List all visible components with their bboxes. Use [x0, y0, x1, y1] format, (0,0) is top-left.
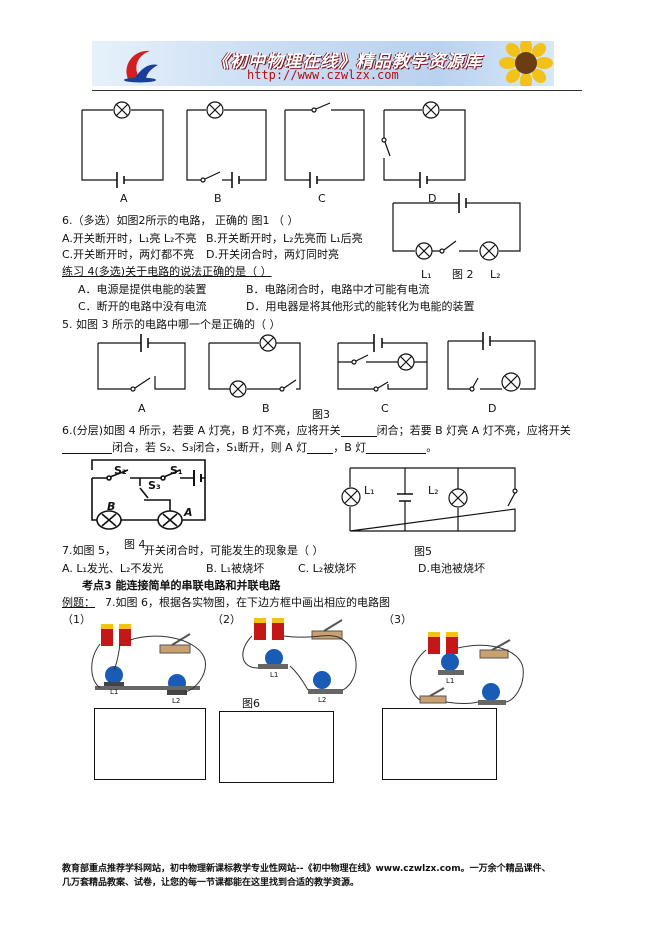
practice4-stem: 练习 4(多选)关于电路的说法正确的是（ ） [62, 265, 272, 278]
footer-line-2: 几万套精品教案、试卷，让您的每一节课都能在这里找到合适的教学资源。 [62, 878, 360, 888]
q7-stem-pre: 7.如图 5， [62, 544, 116, 557]
q6a-stem-text: 6.（多选）如图2所示的电路， 正确的 [62, 214, 248, 227]
q7-option-c: C. L₂被烧坏 [298, 562, 357, 575]
q6b-blank-3 [307, 442, 334, 454]
q6a-option-b: B.开关断开时，L₂先亮而 L₁后亮 [206, 232, 363, 245]
header-rule [92, 90, 582, 91]
example-text: 7.如图 6，根据各实物图，在下边方框中画出相应的电路图 [105, 596, 390, 609]
answer-box-2[interactable] [219, 711, 334, 783]
q6b-line2-b: ，B 灯 [333, 441, 367, 454]
fig4-s2-label: S₂ [114, 464, 127, 477]
q6b-line1-text: 6.(分层)如图 4 所示，若要 A 灯亮，B 灯不亮，应将开关 [62, 424, 341, 437]
q6a-option-c: C.开关断开时，两灯都不亮 [62, 248, 195, 261]
header-banner: 《初中物理在线》精品教学资源库 http://www.czwlzx.com [92, 41, 554, 86]
answer-box-3[interactable] [382, 708, 497, 780]
footer-line-1: 教育部重点推荐学科网站，初中物理新课标教学专业性网站--《初中物理在线》www.… [62, 864, 551, 874]
fig2-caption: 图 2 [452, 268, 474, 281]
fig4-lamp-b-label: B [107, 500, 116, 513]
q7-stem: 7.如图 5， 开关闭合时，可能发生的现象是（ ） [62, 544, 324, 557]
sub-label-1: （1） [62, 613, 91, 626]
q6a-fig-label: 图1 [251, 214, 270, 227]
figure-4-circuit [91, 459, 206, 530]
logo-icon [124, 50, 158, 83]
figure-3-circuits [97, 332, 536, 398]
fig4-lamp-a-label: A [184, 506, 193, 519]
top-circuits-figure [81, 101, 466, 188]
example-line: 例题： 7.如图 6，根据各实物图，在下边方框中画出相应的电路图 [62, 596, 390, 609]
fig2-l1-label: L₁ [421, 268, 432, 281]
q7-option-a: A. L₁发光、L₂不发光 [62, 562, 164, 575]
top-label-b: B [214, 192, 222, 205]
q6b-blank-2 [62, 442, 112, 454]
fig5-l2-label: L₂ [428, 484, 439, 497]
fig3-label-d: D [488, 402, 497, 415]
fig3-label-a: A [138, 402, 146, 415]
q7-option-d: D.电池被烧坏 [418, 562, 485, 575]
fig5-l1-label: L₁ [364, 484, 375, 497]
fig3-label-b: B [262, 402, 270, 415]
fig6-2-l2-label: L2 [318, 696, 327, 704]
example-label: 例题： [62, 596, 95, 609]
q6b-blank-4 [366, 442, 427, 454]
fig3-label-c: C [381, 402, 389, 415]
practice4-option-d: D．用电器是将其他形式的能转化为电能的装置 [246, 300, 475, 313]
banner-url: http://www.czwlzx.com [247, 68, 399, 82]
q6b-line2-end: 。 [426, 441, 438, 454]
fig4-caption: 图 4 [124, 538, 146, 551]
q6b-line2: 闭合，若 S₂、S₃闭合，S₁断开，则 A 灯 ，B 灯 。 [62, 441, 437, 454]
fig6-caption: 图6 [242, 697, 260, 710]
q6b-line1-mid: 闭合；若要 B 灯亮 A 灯不亮，应将开关 [376, 424, 571, 437]
fig6-3-l1-label: L1 [446, 677, 455, 685]
fig6-2-l1-label: L1 [270, 671, 279, 679]
fig6-1-l1-label: L1 [110, 688, 119, 696]
q7-stem-post: 开关闭合时，可能发生的现象是（ ） [144, 544, 324, 557]
q6b-line1: 6.(分层)如图 4 所示，若要 A 灯亮，B 灯不亮，应将开关 闭合；若要 B … [62, 424, 571, 437]
top-label-d: D [428, 192, 437, 205]
q6a-answer-paren: （ ） [273, 214, 299, 227]
practice4-option-a: A．电源是提供电能的装置 [78, 283, 207, 296]
figure-2-circuit [392, 193, 521, 261]
practice4-option-b: B．电路闭合时，电路中才可能有电流 [246, 283, 430, 296]
section3-title: 考点3 能连接简单的串联电路和并联电路 [82, 579, 281, 592]
q6b-blank-1 [340, 425, 377, 437]
answer-box-1[interactable] [94, 708, 206, 780]
fig5-caption: 图5 [414, 545, 432, 558]
sub-label-2: （2） [212, 613, 241, 626]
q6a-stem: 6.（多选）如图2所示的电路， 正确的 图1 （ ） [62, 214, 299, 227]
figure-6-apparatus [91, 618, 524, 705]
sub-label-3: （3） [383, 613, 412, 626]
q6a-option-d: D.开关闭合时，两灯同时亮 [206, 248, 339, 261]
top-label-c: C [318, 192, 326, 205]
fig4-s1-label: S₁ [170, 464, 183, 477]
practice4-option-c: C．断开的电路中没有电流 [78, 300, 207, 313]
figure-5-circuit [341, 467, 518, 532]
fig2-l2-label: L₂ [490, 268, 501, 281]
fig3-caption: 图3 [312, 408, 330, 421]
q6b-line2-mid: 闭合，若 S₂、S₃闭合，S₁断开，则 A 灯 [112, 441, 308, 454]
q5-stem: 5. 如图 3 所示的电路中哪一个是正确的（ ） [62, 318, 281, 331]
fig6-1-l2-label: L2 [172, 697, 181, 705]
banner-title: 《初中物理在线》精品教学资源库 [212, 52, 482, 72]
top-label-a: A [120, 192, 128, 205]
sunflower-icon [499, 41, 553, 86]
q7-option-b: B. L₁被烧坏 [206, 562, 265, 575]
q6a-option-a: A.开关断开时，L₁亮 L₂不亮 [62, 232, 197, 245]
fig4-s3-label: S₃ [148, 479, 161, 492]
